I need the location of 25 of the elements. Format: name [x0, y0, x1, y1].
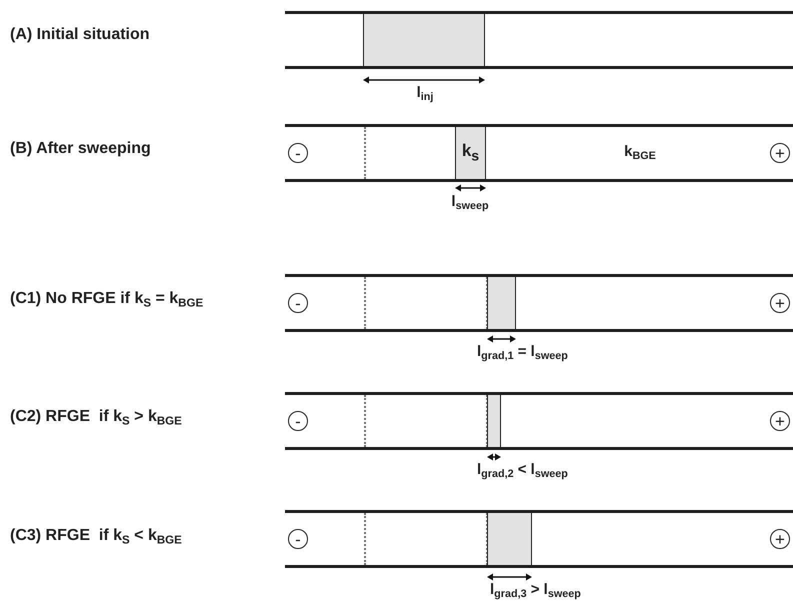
dimension-label: l$_{grad,1}$ = l$_{sweep}$ — [477, 343, 568, 362]
polarity-circle: + — [770, 411, 790, 431]
polarity-circle: - — [288, 529, 308, 549]
sample-zone — [487, 513, 532, 565]
sample-zone — [455, 127, 486, 179]
dimension-label: l$_{grad,3}$ > l$_{sweep}$ — [490, 581, 581, 600]
dimension-label: l$_{inj}$ — [416, 84, 434, 104]
dimension-label: l$_{sweep}$ — [451, 193, 489, 212]
polarity-circle: + — [770, 529, 790, 549]
polarity-circle: + — [770, 293, 790, 313]
panel-title: (C2) RFGE if k$_{S}$ > k$_{BGE}$ — [10, 408, 182, 428]
sample-zone — [487, 395, 501, 447]
polarity-circle: + — [770, 143, 790, 163]
zone-label: k$_{s}$ — [462, 141, 480, 165]
panel-title: (A) Initial situation — [10, 26, 150, 44]
polarity-circle: - — [288, 411, 308, 431]
panel-title: (C3) RFGE if k$_{S}$ < k$_{BGE}$ — [10, 527, 182, 546]
dimension-label: l$_{grad,2}$ < l$_{sweep}$ — [477, 461, 568, 480]
sample-zone — [487, 277, 516, 329]
dimension-label: k$_{BGE}$ — [624, 143, 656, 162]
panel-title: (C1) No RFGE if k$_{S}$ = k$_{BGE}$ — [10, 290, 204, 310]
polarity-circle: - — [288, 143, 308, 163]
polarity-circle: - — [288, 293, 308, 313]
sample-zone — [363, 14, 485, 66]
panel-title: (B) After sweeping — [10, 140, 151, 158]
